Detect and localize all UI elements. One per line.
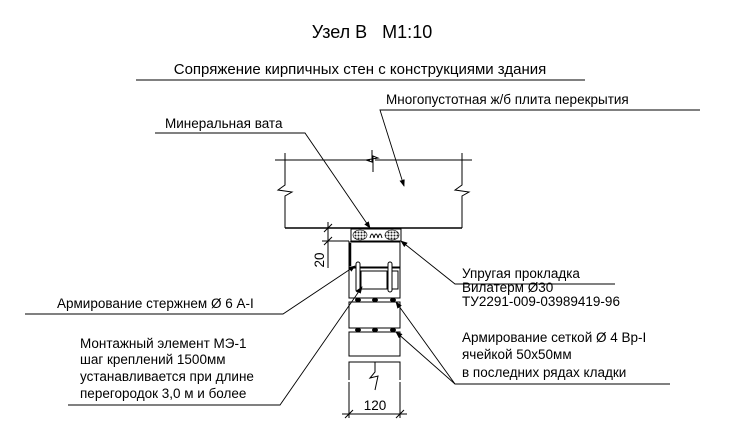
label-mesh-1: Армирование сеткой Ø 4 Вр-I: [462, 330, 646, 345]
subtitle: Сопряжение кирпичных стен с конструкциям…: [174, 61, 546, 78]
elastic-gasket: [350, 228, 402, 242]
title: Узел В М1:10: [312, 22, 432, 42]
dimension-width-value: 120: [364, 398, 387, 413]
label-slab: Многопустотная ж/б плита перекрытия: [386, 92, 629, 107]
brick-wall: [348, 241, 401, 391]
label-wool: Минеральная вата: [165, 116, 283, 131]
dimension-gap: 20: [312, 222, 350, 268]
label-gasket-2: Вилатерм Ø30: [462, 280, 553, 295]
label-mesh-2: ячейкой 50x50мм: [462, 347, 572, 362]
dimension-width: 120: [342, 382, 407, 419]
label-rod: Армирование стержнем Ø 6 А-I: [57, 296, 254, 311]
dimension-gap-value: 20: [312, 252, 327, 267]
label-mount-2: шаг креплений 1500мм: [80, 352, 226, 367]
label-mount-4: перегородок 3,0 м и более: [80, 386, 246, 401]
label-gasket-3: ТУ2291-009-03989419-96: [462, 294, 620, 309]
label-gasket-1: Упругая прокладка: [462, 266, 580, 281]
floor-slab: [275, 150, 472, 229]
label-mount-3: устанавливается при длине: [80, 369, 254, 384]
label-mesh-3: в последних рядах кладки: [462, 365, 626, 380]
label-mount-1: Монтажный элемент МЭ-1: [80, 336, 247, 351]
